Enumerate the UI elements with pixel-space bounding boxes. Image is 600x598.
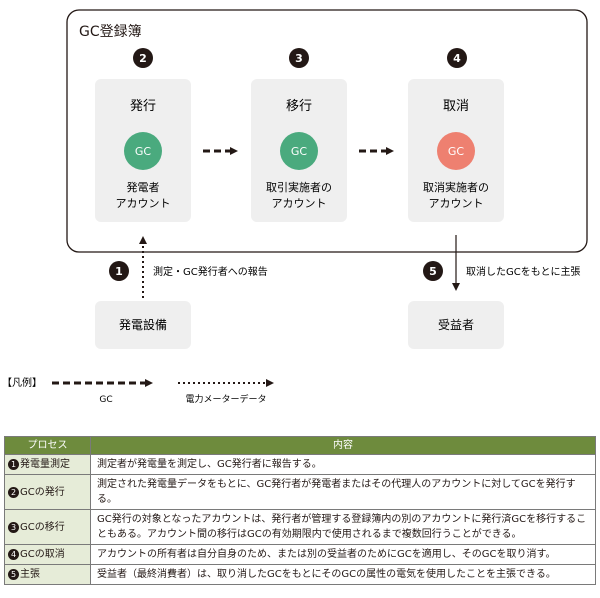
legend-gc-label: GC <box>99 395 112 405</box>
step-badge-4: 4 <box>447 48 467 68</box>
row-process-label: GCの移行 <box>20 521 65 533</box>
row-num-badge: 1 <box>8 459 19 470</box>
step-label-1: 測定・GC発行者への報告 <box>153 265 268 278</box>
generation-label: 発電設備 <box>119 317 167 332</box>
registry-title: GC登録簿 <box>79 24 142 40</box>
gc-token-cancel-label: GC <box>448 145 465 158</box>
gc-process-diagram: GC登録簿 2 3 4 発行 GC 発電者 アカウント 移行 GC 取引実施者の… <box>2 9 588 405</box>
step-label-5: 取消したGCをもとに主張 <box>466 265 581 278</box>
table-header-process: プロセス <box>4 436 91 455</box>
table-cell-content: 測定された発電量データをもとに、GC発行者が発電者またはその代理人のアカウントに… <box>90 474 596 510</box>
row-process-label: 発電量測定 <box>20 459 70 470</box>
cancel-account-line2: アカウント <box>429 197 484 210</box>
step-num-5: 5 <box>429 265 437 278</box>
table-cell-content: GC発行の対象となったアカウントは、発行者が管理する登録簿内の別のアカウントに発… <box>90 509 596 545</box>
step-num-4: 4 <box>453 52 461 65</box>
issue-account-line2: アカウント <box>116 197 171 210</box>
step-num-2: 2 <box>139 52 147 65</box>
table-cell-content: アカウントの所有者は自分自身のため、または別の受益者のためにGCを適用し、そのG… <box>90 544 596 565</box>
legend-meter-label: 電力メーターデータ <box>185 393 266 405</box>
cancel-box: 取消 GC 取消実施者の アカウント <box>408 79 504 222</box>
cancel-account-line1: 取消実施者の <box>423 180 489 194</box>
beneficiary-label: 受益者 <box>438 318 474 332</box>
generation-box: 発電設備 <box>95 301 191 349</box>
step-badge-3: 3 <box>289 48 309 68</box>
step-num-1: 1 <box>115 265 123 278</box>
legend-title: 【凡例】 <box>2 376 42 389</box>
gc-token-issue-label: GC <box>135 145 152 158</box>
gc-token-transfer-label: GC <box>291 145 308 158</box>
step-num-3: 3 <box>295 52 303 65</box>
gc-token-cancel <box>437 132 475 170</box>
issue-box: 発行 GC 発電者 アカウント <box>95 79 191 222</box>
step-badge-2: 2 <box>133 48 153 68</box>
beneficiary-box: 受益者 <box>408 301 504 349</box>
row-num-badge: 3 <box>8 521 19 533</box>
table-header-row: プロセス 内容 <box>4 436 596 455</box>
gc-token-issue <box>124 132 162 170</box>
row-process-label: GCの取消 <box>20 549 65 560</box>
table-header-content: 内容 <box>90 436 596 455</box>
table-cell-content: 測定者が発電量を測定し、GC発行者に報告する。 <box>90 454 596 475</box>
row-num-badge: 4 <box>8 549 19 560</box>
step-badge-1: 1 <box>109 261 129 281</box>
row-num-badge: 5 <box>8 569 19 580</box>
issue-account-line1: 発電者 <box>127 180 160 194</box>
cancel-title: 取消 <box>443 99 469 114</box>
step-badge-5: 5 <box>423 261 443 281</box>
gc-token-transfer <box>280 132 318 170</box>
row-process-label: GCの発行 <box>20 486 65 498</box>
transfer-title: 移行 <box>286 99 312 114</box>
transfer-account-line1: 取引実施者の <box>266 180 332 194</box>
transfer-account-line2: アカウント <box>272 197 327 210</box>
transfer-box: 移行 GC 取引実施者の アカウント <box>251 79 347 222</box>
row-process-label: 主張 <box>20 569 40 580</box>
table-cell-content: 受益者（最終消費者）は、取り消したGCをもとにそのGCの属性の電気を使用したこと… <box>90 564 596 585</box>
issue-title: 発行 <box>130 99 156 114</box>
row-num-badge: 2 <box>8 486 19 498</box>
